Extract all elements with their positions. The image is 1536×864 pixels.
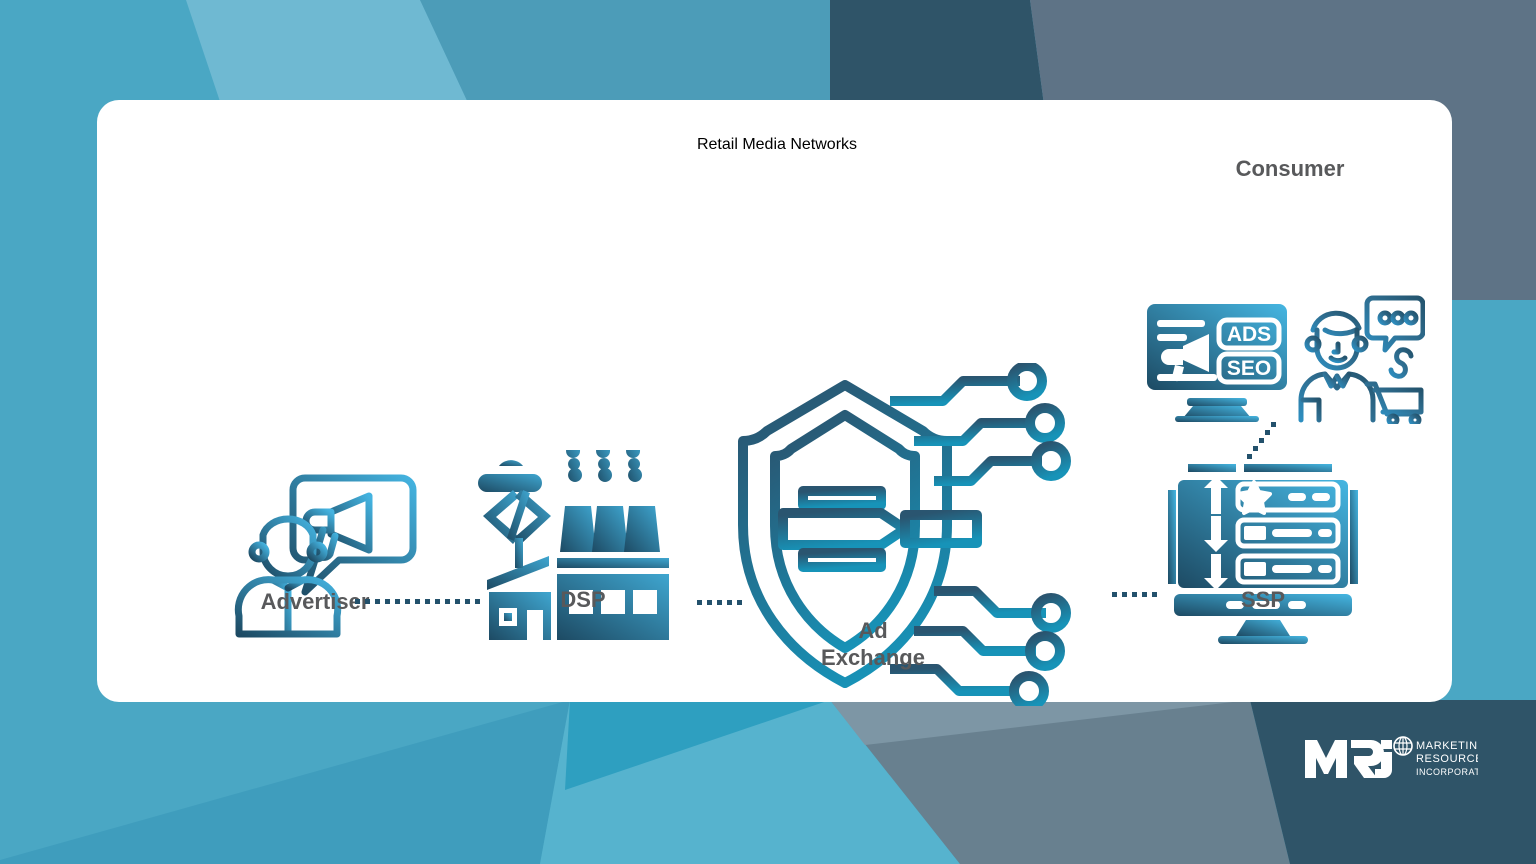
connector-dsp-adexchange [697,600,742,605]
logo-line-1: MARKETING [1416,740,1478,752]
connector-advertiser-dsp [355,599,480,604]
logo-mark [1305,740,1392,778]
shield-with-circuit-traces-icon [727,361,1087,711]
connector-adexchange-ssp [1112,592,1157,597]
page-title: Retail Media Networks [696,136,858,153]
factory-with-code-brackets-icon [475,444,675,644]
node-label-advertiser: Advertiser [260,589,370,614]
node-label-ad-exchange: Ad Exchange [755,618,991,672]
shopper-with-cart-and-speech-bubble-icon [1297,292,1426,427]
node-label-ad-exchange-line1: Ad [858,618,888,643]
seo-badge-text: SEO [1227,357,1271,380]
ads-badge-text: ADS [1227,323,1271,346]
node-label-ad-exchange-line2: Exchange [821,644,925,670]
company-logo: MARKETING RESOURCES INCORPORATED [1303,734,1493,784]
logo-line-3: INCORPORATED [1416,767,1478,777]
node-label-ssp: SSP [1240,587,1286,612]
monitor-ads-seo-icon: ADS SEO [1145,298,1293,422]
logo-line-2: RESOURCES [1416,753,1478,765]
node-label-consumer: Consumer [1235,156,1345,181]
connector-ssp-consumer [1247,416,1277,460]
monitor-ranking-list-icon [1160,462,1366,644]
globe-icon [1393,736,1413,756]
person-with-megaphone-speech-bubble-icon [227,468,417,644]
node-label-dsp: DSP [560,587,606,612]
content-card: Retail Media Networks [97,100,1452,711]
